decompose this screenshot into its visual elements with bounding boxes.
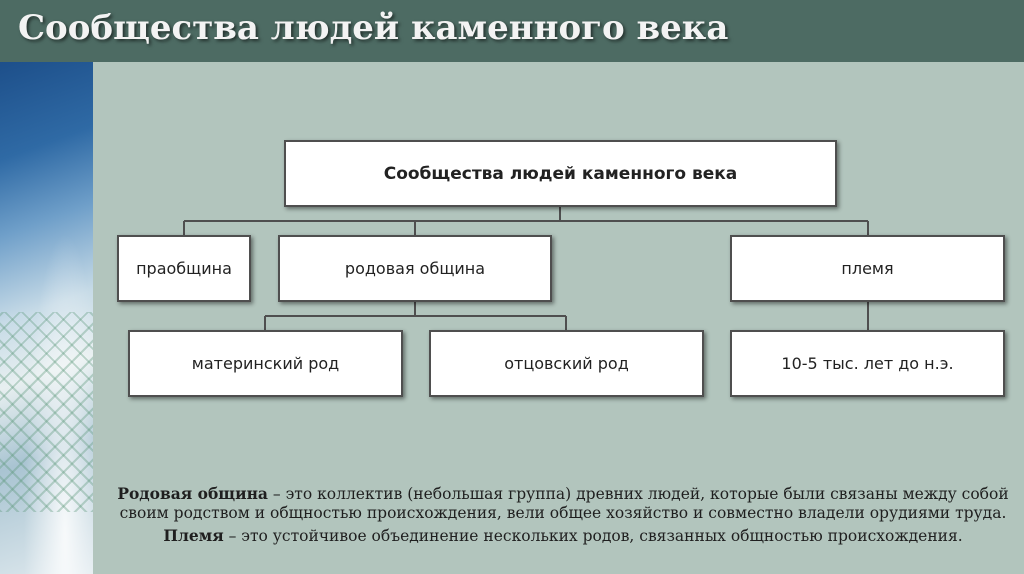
definitions-block: Родовая община – это коллектив (небольша… bbox=[110, 484, 1016, 549]
node-praobshchina: праобщина bbox=[117, 235, 251, 302]
text-plemya: – это устойчивое объединение нескольких … bbox=[224, 527, 963, 545]
definition-plemya: Племя – это устойчивое объединение неско… bbox=[110, 526, 1016, 546]
node-plemya-date: 10-5 тыс. лет до н.э. bbox=[730, 330, 1005, 397]
term-rodovaya: Родовая община bbox=[117, 484, 268, 503]
node-rodovaya-obshchina: родовая община bbox=[278, 235, 552, 302]
node-materinsky-rod: материнский род bbox=[128, 330, 403, 397]
definition-rodovaya: Родовая община – это коллектив (небольша… bbox=[110, 484, 1016, 523]
root-node: Сообщества людей каменного века bbox=[284, 140, 837, 207]
term-plemya: Племя bbox=[163, 526, 223, 545]
node-otcovsky-rod: отцовский род bbox=[429, 330, 704, 397]
node-plemya: племя bbox=[730, 235, 1005, 302]
